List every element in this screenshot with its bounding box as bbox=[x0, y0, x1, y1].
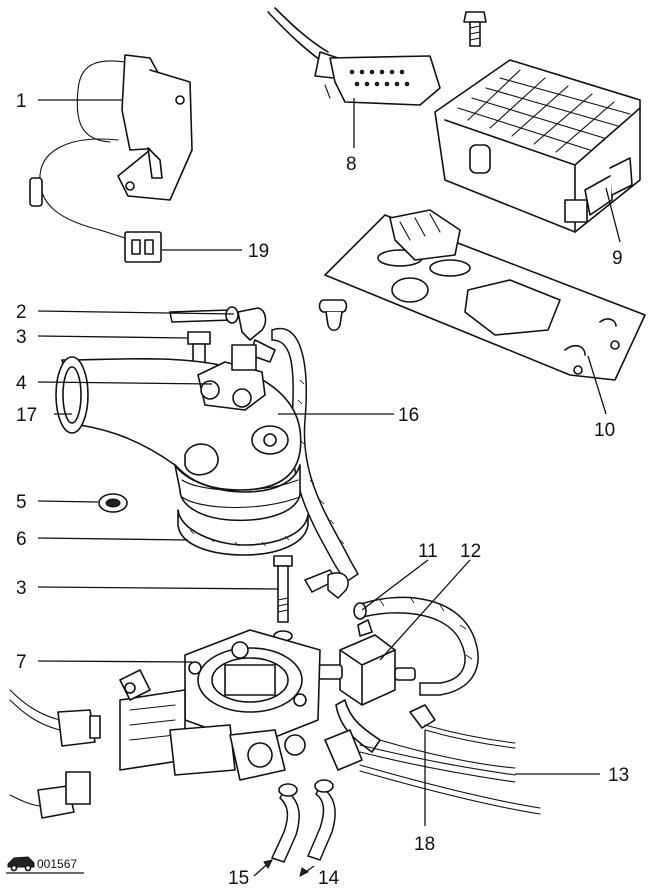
callout-15: 15 bbox=[228, 868, 249, 889]
callout-16: 16 bbox=[398, 405, 419, 426]
part-7-throttle-body bbox=[119, 629, 321, 781]
hose-elbow-small bbox=[303, 569, 349, 600]
part-16-air-housing bbox=[55, 344, 302, 522]
part-12-solenoid-valve bbox=[317, 619, 416, 753]
callout-13: 13 bbox=[608, 765, 629, 786]
flow-arrows bbox=[263, 859, 309, 877]
callout-11: 11 bbox=[418, 541, 438, 562]
part-13-lines bbox=[324, 729, 541, 815]
callout-12: 12 bbox=[460, 541, 481, 562]
callout-3-upper: 3 bbox=[16, 327, 27, 348]
figure-id-text: 001567 bbox=[37, 857, 77, 871]
part-9-control-unit bbox=[434, 59, 641, 233]
part-11-hose-loop bbox=[353, 596, 479, 696]
callout-6: 6 bbox=[16, 529, 27, 550]
callout-19: 19 bbox=[248, 241, 269, 262]
car-logo-icon bbox=[7, 856, 35, 872]
part-3-screw-lower bbox=[273, 555, 293, 642]
callout-2: 2 bbox=[16, 302, 27, 323]
part-5-grommet bbox=[98, 493, 128, 513]
callout-3-lower: 3 bbox=[16, 578, 27, 599]
part-2-hose bbox=[169, 306, 276, 363]
part-18-connector bbox=[409, 704, 516, 749]
callout-1: 1 bbox=[16, 91, 27, 112]
callout-4: 4 bbox=[16, 373, 27, 394]
part-6-gasket bbox=[177, 509, 309, 556]
left-connectors bbox=[9, 689, 101, 819]
figure-id: 001567 bbox=[6, 856, 84, 874]
screw-top bbox=[463, 11, 487, 47]
callout-7: 7 bbox=[16, 652, 27, 673]
hose-long bbox=[271, 327, 359, 584]
callout-labels: 1 19 8 9 10 2 3 4 17 16 5 6 3 7 11 12 13… bbox=[16, 91, 629, 889]
parts-14-15-hoses bbox=[270, 779, 336, 863]
callout-10: 10 bbox=[594, 420, 615, 441]
callout-5: 5 bbox=[16, 492, 27, 513]
callout-14: 14 bbox=[318, 868, 340, 889]
callout-9: 9 bbox=[612, 248, 623, 269]
part-1-sensor-bracket bbox=[29, 54, 193, 263]
part-8-multipin-connector bbox=[267, 7, 441, 106]
callout-17: 17 bbox=[16, 405, 37, 426]
callout-18: 18 bbox=[414, 834, 435, 855]
part-10-mounting-plate bbox=[318, 209, 646, 381]
callout-8: 8 bbox=[346, 154, 357, 175]
